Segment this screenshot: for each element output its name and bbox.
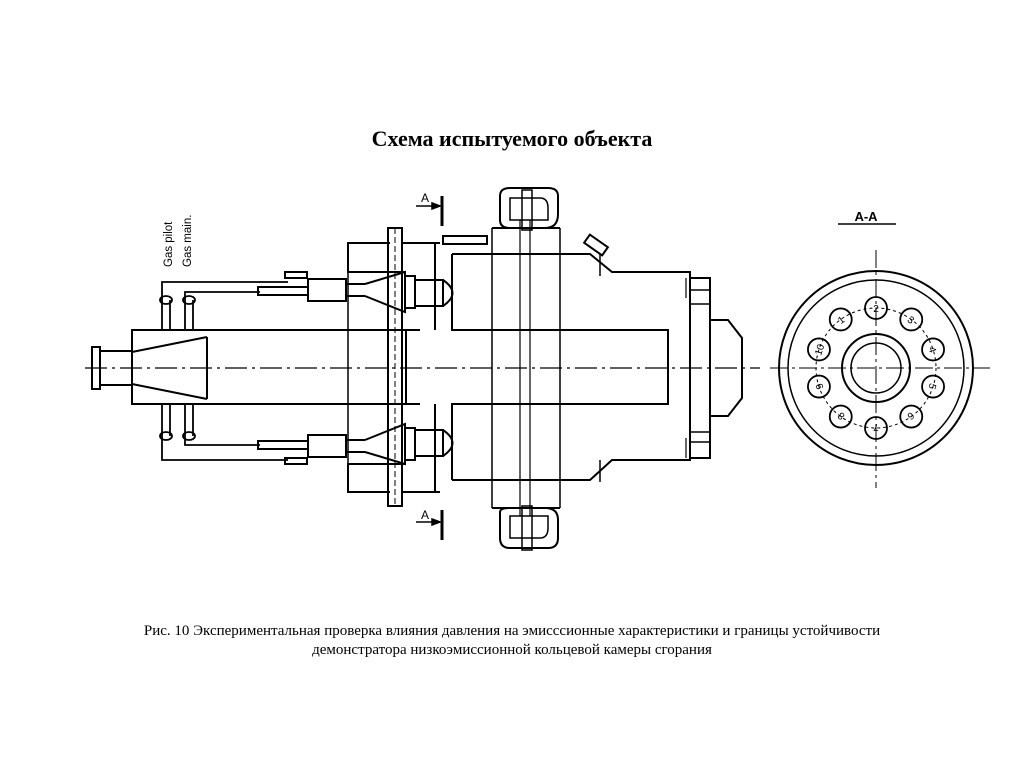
section-view-label: A-A: [854, 209, 878, 224]
port-10: 10: [807, 337, 831, 362]
port-1: 1: [828, 307, 853, 332]
gas-pilot-label: Gas pilot: [163, 221, 175, 267]
figure-caption: Рис. 10 Экспериментальная проверка влиян…: [40, 622, 984, 660]
front-casing: [347, 227, 488, 507]
port-circle: [864, 416, 888, 440]
gas-supply-pipes: [159, 281, 288, 461]
port-number: 6: [905, 409, 916, 421]
exit-flange: [685, 277, 743, 459]
page-title: Схема испытуемого объекта: [371, 126, 653, 151]
port-number: 8: [836, 409, 847, 421]
port-2: 2: [864, 296, 888, 320]
port-circle: [921, 337, 945, 362]
port-circle: [921, 374, 945, 399]
lower-manifold: [499, 505, 559, 551]
upper-manifold: [499, 187, 559, 231]
port-circle: [899, 307, 924, 332]
port-circle: [828, 404, 853, 429]
port-3: 3: [899, 307, 924, 332]
section-mark-top: A: [421, 191, 429, 205]
port-circle: [807, 374, 831, 399]
port-number: 2: [873, 304, 879, 315]
upper-burner: [257, 270, 454, 331]
port-number: 7: [873, 421, 879, 432]
port-number: 3: [905, 315, 916, 327]
section-view-a-a: 2 3 4 5 6 7 8 9 10 1: [770, 223, 990, 488]
port-6: 6: [899, 404, 924, 429]
port-number: 9: [814, 381, 826, 390]
caption-line-2: демонстратора низкоэмиссионной кольцевой…: [312, 642, 712, 658]
port-circle: [807, 337, 831, 362]
port-number: 4: [926, 346, 938, 355]
section-mark-bottom: A: [421, 508, 429, 522]
port-number: 10: [813, 343, 827, 357]
port-circle: [828, 307, 853, 332]
section-cut-line: [416, 196, 444, 540]
caption-line-1: Рис. 10 Экспериментальная проверка влиян…: [143, 623, 881, 639]
port-circle: [899, 404, 924, 429]
port-number: 5: [925, 382, 937, 391]
port-7: 7: [864, 416, 888, 440]
port-9: 9: [807, 374, 831, 399]
measurement-ports: 2 3 4 5 6 7 8 9 10 1: [807, 296, 945, 440]
port-circle: [864, 296, 888, 320]
port-5: 5: [921, 374, 945, 399]
port-8: 8: [828, 404, 853, 429]
inlet-assembly: [91, 329, 407, 405]
gas-main-label: Gas main.: [182, 215, 194, 267]
lower-burner: [257, 403, 454, 466]
port-number: 1: [836, 314, 847, 326]
port-4: 4: [921, 337, 945, 362]
